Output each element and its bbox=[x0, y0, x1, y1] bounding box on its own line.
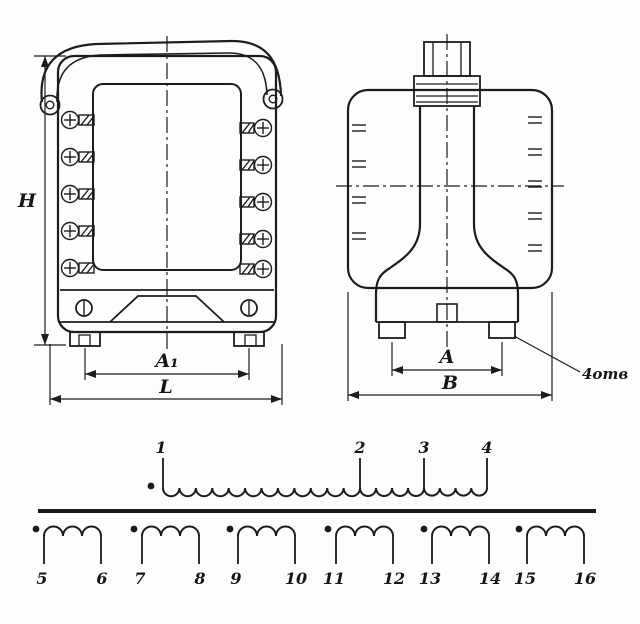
strap-lug-hole-left bbox=[45, 100, 55, 110]
terminal-label-1: 1 bbox=[155, 438, 166, 457]
strap-lug-right bbox=[262, 88, 284, 110]
foot-right bbox=[233, 331, 265, 347]
arrowhead bbox=[491, 366, 502, 374]
arrowhead bbox=[41, 334, 49, 345]
dim-label-A: A bbox=[438, 346, 455, 368]
secondary-winding-9-10 bbox=[225, 524, 296, 565]
side-core-outline bbox=[346, 88, 554, 290]
winding-schematic bbox=[31, 458, 596, 565]
coil-bobbin-side bbox=[374, 106, 520, 339]
primary-coil-turns bbox=[162, 487, 489, 498]
secondary-winding-7-8 bbox=[129, 524, 200, 565]
arrowhead bbox=[50, 395, 61, 403]
side-view bbox=[336, 34, 564, 352]
terminal-label-13: 13 bbox=[419, 569, 441, 588]
terminal-label-5: 5 bbox=[36, 569, 47, 588]
terminal-label-4: 4 bbox=[481, 438, 492, 457]
dimension-B bbox=[347, 292, 553, 401]
terminal-label-16: 16 bbox=[574, 569, 596, 588]
holes-leader-line bbox=[513, 335, 581, 373]
side-foot-right bbox=[488, 321, 516, 339]
lamination-ticks-right bbox=[526, 115, 544, 253]
dim-label-B: B bbox=[441, 372, 458, 394]
terminal-screws-right bbox=[238, 118, 273, 279]
arrowhead bbox=[238, 370, 249, 378]
front-view-dimensions bbox=[34, 55, 283, 405]
dim-label-H: H bbox=[17, 190, 37, 212]
polarity-dot-primary bbox=[147, 482, 155, 490]
lamination-ticks-left bbox=[350, 123, 368, 241]
labels: H A₁ L A B 4отв 1 2 3 4 5 6 7 8 9 10 11 … bbox=[17, 190, 628, 588]
dim-label-L: L bbox=[158, 376, 172, 398]
mounting-base bbox=[60, 289, 274, 347]
arrowhead bbox=[392, 366, 403, 374]
terminal-label-3: 3 bbox=[418, 438, 429, 457]
side-view-dimensions bbox=[347, 292, 581, 401]
primary-winding bbox=[147, 458, 489, 498]
arrowhead bbox=[271, 395, 282, 403]
foot-left bbox=[69, 331, 101, 347]
dimension-H bbox=[34, 55, 66, 346]
terminal-label-2: 2 bbox=[353, 438, 365, 457]
terminal-label-7: 7 bbox=[134, 569, 145, 588]
secondary-winding-5-6 bbox=[31, 524, 102, 565]
terminal-label-12: 12 bbox=[383, 569, 405, 588]
terminal-label-6: 6 bbox=[96, 569, 107, 588]
terminal-label-14: 14 bbox=[479, 569, 501, 588]
holes-note-label: 4отв bbox=[582, 365, 628, 383]
arrowhead bbox=[41, 56, 49, 67]
foot-slot-left bbox=[78, 334, 91, 347]
base-screw-left bbox=[75, 299, 93, 317]
terminal-label-10: 10 bbox=[285, 569, 307, 588]
terminal-label-15: 15 bbox=[514, 569, 536, 588]
front-view bbox=[39, 36, 284, 352]
strap-lug-left bbox=[39, 94, 61, 116]
dimension-A bbox=[391, 342, 503, 376]
arrowhead bbox=[348, 391, 359, 399]
arrowhead bbox=[541, 391, 552, 399]
secondary-windings bbox=[31, 524, 585, 565]
secondary-winding-13-14 bbox=[419, 524, 490, 565]
dim-label-A1: A₁ bbox=[153, 350, 178, 372]
secondary-winding-15-16 bbox=[514, 524, 585, 565]
base-screw-right bbox=[240, 299, 258, 317]
terminal-label-9: 9 bbox=[230, 569, 241, 588]
secondary-winding-11-12 bbox=[323, 524, 394, 565]
foot-slot-right bbox=[244, 334, 257, 347]
terminal-screws-left bbox=[60, 110, 96, 278]
terminal-label-8: 8 bbox=[193, 569, 205, 588]
side-foot-left bbox=[378, 321, 406, 339]
dimension-A1 bbox=[84, 348, 250, 380]
arrowhead bbox=[85, 370, 96, 378]
terminal-label-11: 11 bbox=[323, 569, 345, 588]
dimension-L bbox=[49, 344, 283, 405]
